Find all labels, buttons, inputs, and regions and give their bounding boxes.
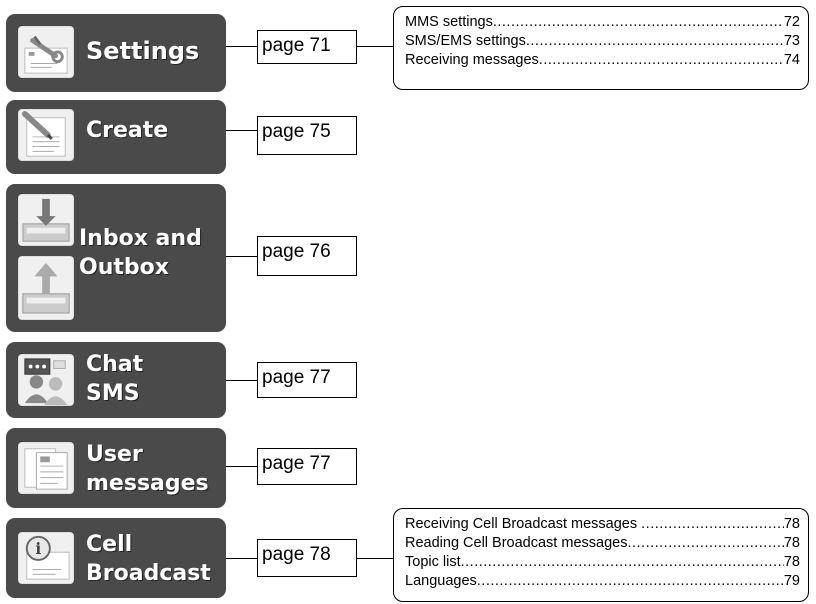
toc-page: 72 bbox=[783, 14, 800, 30]
toc-title: Topic list bbox=[405, 554, 461, 570]
inbox-outbox-page-ref[interactable]: page 76 bbox=[257, 236, 357, 276]
toc-row[interactable]: Receiving Cell Broadcast messages 78 bbox=[405, 515, 800, 534]
toc-leader bbox=[477, 572, 784, 591]
toc-page: 79 bbox=[783, 573, 800, 589]
toc-leader bbox=[641, 515, 784, 534]
create-tile[interactable]: Create bbox=[6, 100, 226, 174]
cell-broadcast-toc: Receiving Cell Broadcast messages 78 Rea… bbox=[393, 508, 809, 602]
settings-page-ref[interactable]: page 71 bbox=[257, 30, 357, 64]
toc-row[interactable]: Topic list 78 bbox=[405, 553, 800, 572]
user-messages-label-line1: User bbox=[86, 442, 143, 467]
info-broadcast-icon: i bbox=[18, 532, 74, 584]
inbox-arrow-down-icon bbox=[18, 194, 74, 246]
toc-leader bbox=[539, 51, 784, 70]
settings-toc-connector bbox=[357, 46, 395, 47]
toc-row[interactable]: Languages 79 bbox=[405, 572, 800, 591]
toc-title: Receiving Cell Broadcast messages bbox=[405, 516, 642, 532]
toc-page: 73 bbox=[783, 33, 800, 49]
toc-page: 74 bbox=[783, 52, 800, 68]
toc-row[interactable]: Receiving messages 74 bbox=[405, 51, 800, 70]
chat-label-line1: Chat bbox=[86, 352, 144, 377]
chat-label-line2: SMS bbox=[86, 381, 140, 406]
create-connector bbox=[226, 130, 258, 131]
toc-page: 78 bbox=[783, 535, 800, 551]
user-messages-label-line2: messages bbox=[86, 471, 209, 496]
inbox-outbox-tile[interactable]: Inbox and Outbox bbox=[6, 184, 226, 332]
toc-page: 78 bbox=[783, 554, 800, 570]
outbox-arrow-up-icon bbox=[18, 256, 74, 320]
inbox-outbox-label-line1: Inbox and bbox=[79, 226, 202, 251]
settings-wrench-icon bbox=[18, 26, 74, 78]
cell-broadcast-connector bbox=[226, 558, 258, 559]
toc-row[interactable]: SMS/EMS settings 73 bbox=[405, 32, 800, 51]
cell-broadcast-label-line1: Cell bbox=[86, 532, 133, 557]
toc-leader bbox=[627, 534, 783, 553]
toc-leader bbox=[526, 32, 784, 51]
user-messages-connector bbox=[226, 466, 258, 467]
chat-sms-page-ref[interactable]: page 77 bbox=[257, 362, 357, 398]
settings-label: Settings bbox=[86, 37, 200, 65]
toc-title: Receiving messages bbox=[405, 52, 539, 68]
toc-row[interactable]: MMS settings 72 bbox=[405, 13, 800, 32]
inbox-outbox-label-line2: Outbox bbox=[79, 255, 169, 280]
create-pencil-icon bbox=[18, 109, 74, 161]
inbox-outbox-connector bbox=[226, 256, 258, 257]
chat-sms-connector bbox=[226, 380, 258, 381]
toc-leader bbox=[461, 553, 784, 572]
user-messages-icon bbox=[18, 442, 74, 494]
create-page-ref[interactable]: page 75 bbox=[257, 116, 357, 155]
user-messages-tile[interactable]: User messages bbox=[6, 428, 226, 508]
settings-tile[interactable]: Settings bbox=[6, 14, 226, 92]
toc-page: 78 bbox=[783, 516, 800, 532]
settings-connector bbox=[226, 46, 258, 47]
settings-toc: MMS settings 72 SMS/EMS settings 73 Receiv… bbox=[393, 6, 809, 90]
toc-leader bbox=[493, 13, 784, 32]
toc-row[interactable]: Reading Cell Broadcast messages 78 bbox=[405, 534, 800, 553]
svg-text:i: i bbox=[35, 540, 41, 558]
toc-title: SMS/EMS settings bbox=[405, 33, 526, 49]
cell-broadcast-label-line2: Broadcast bbox=[86, 561, 211, 586]
chat-sms-tile[interactable]: Chat SMS bbox=[6, 342, 226, 418]
toc-title: MMS settings bbox=[405, 14, 493, 30]
toc-title: Languages bbox=[405, 573, 477, 589]
create-label: Create bbox=[86, 118, 169, 143]
cell-broadcast-page-ref[interactable]: page 78 bbox=[257, 539, 357, 577]
cell-broadcast-toc-connector bbox=[357, 558, 395, 559]
user-messages-page-ref[interactable]: page 77 bbox=[257, 448, 357, 485]
chat-people-icon bbox=[18, 354, 74, 406]
cell-broadcast-tile[interactable]: i Cell Broadcast bbox=[6, 518, 226, 598]
toc-title: Reading Cell Broadcast messages bbox=[405, 535, 628, 551]
